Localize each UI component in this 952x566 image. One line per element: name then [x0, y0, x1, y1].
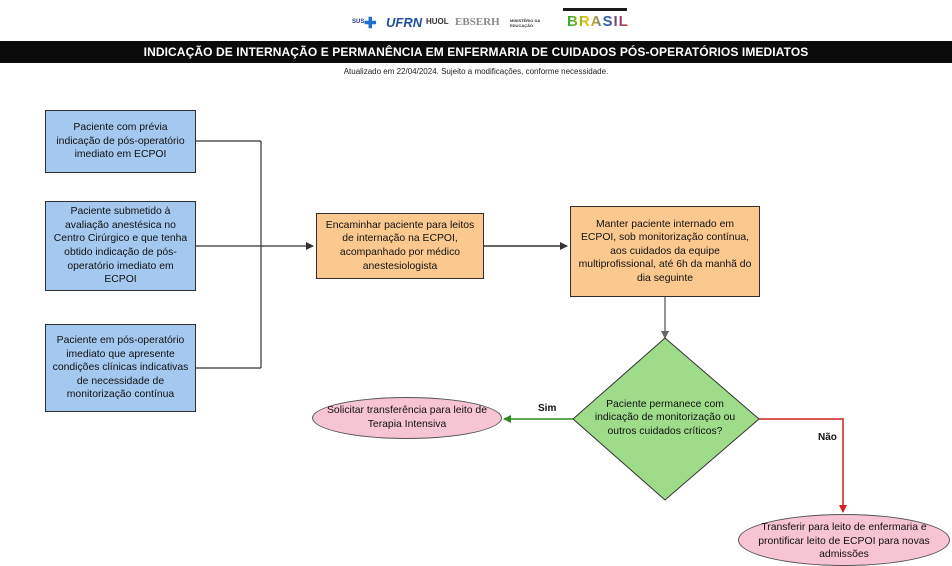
ministerio-educacao-logo: MINISTÉRIO DA EDUCAÇÃO	[510, 18, 541, 29]
process-box-label: Manter paciente internado em ECPOI, sob …	[578, 218, 752, 284]
process-box-forward-patient: Encaminhar paciente para leitos de inter…	[316, 213, 484, 279]
header-logos: SUS ✚ UFRN HUOL EBSERH MINISTÉRIO DA EDU…	[0, 6, 952, 36]
sus-logo: SUS	[352, 19, 365, 25]
input-box-label: Paciente com prévia indicação de pós-ope…	[56, 122, 185, 161]
edge-label-yes: Sim	[538, 403, 557, 414]
decision-diamond	[572, 337, 760, 501]
ufrn-logo: UFRN	[386, 15, 423, 30]
process-box-label: Encaminhar paciente para leitos de inter…	[325, 219, 475, 272]
brasil-logo-text: BRASIL	[567, 13, 629, 30]
governo-federal-brasil-logo: BRASIL	[563, 8, 629, 35]
sus-cross-icon: ✚	[364, 15, 377, 32]
page-title-bar: INDICAÇÃO DE INTERNAÇÃO E PERMANÊNCIA EM…	[0, 41, 952, 63]
input-box-clinical-conditions: Paciente em pós-operatório imediato que …	[45, 324, 196, 412]
ebserh-logo: EBSERH	[455, 16, 500, 28]
decision-question: Paciente permanece com indicação de moni…	[594, 398, 736, 437]
process-box-keep-patient: Manter paciente internado em ECPOI, sob …	[570, 206, 760, 297]
input-box-label: Paciente em pós-operatório imediato que …	[52, 335, 189, 401]
input-box-label: Paciente submetido à avaliação anestésic…	[53, 206, 188, 286]
update-note: Atualizado em 22/04/2024. Sujeito a modi…	[343, 67, 609, 76]
outcome-label: Transferir para leito de enfermaria e pr…	[758, 522, 930, 561]
edge-label-no: Não	[818, 432, 837, 443]
outcome-ward-transfer: Transferir para leito de enfermaria e pr…	[738, 514, 950, 566]
brasil-logo-band	[563, 8, 627, 11]
page-title: INDICAÇÃO DE INTERNAÇÃO E PERMANÊNCIA EM…	[143, 45, 809, 59]
input-box-prior-indication: Paciente com prévia indicação de pós-ope…	[45, 110, 196, 173]
input-box-anesthetic-evaluation: Paciente submetido à avaliação anestésic…	[45, 201, 196, 291]
arrow-decision-no	[759, 418, 847, 513]
huol-logo: HUOL	[426, 17, 449, 26]
outcome-icu-transfer: Solicitar transferência para leito de Te…	[312, 397, 502, 439]
outcome-label: Solicitar transferência para leito de Te…	[327, 405, 487, 430]
